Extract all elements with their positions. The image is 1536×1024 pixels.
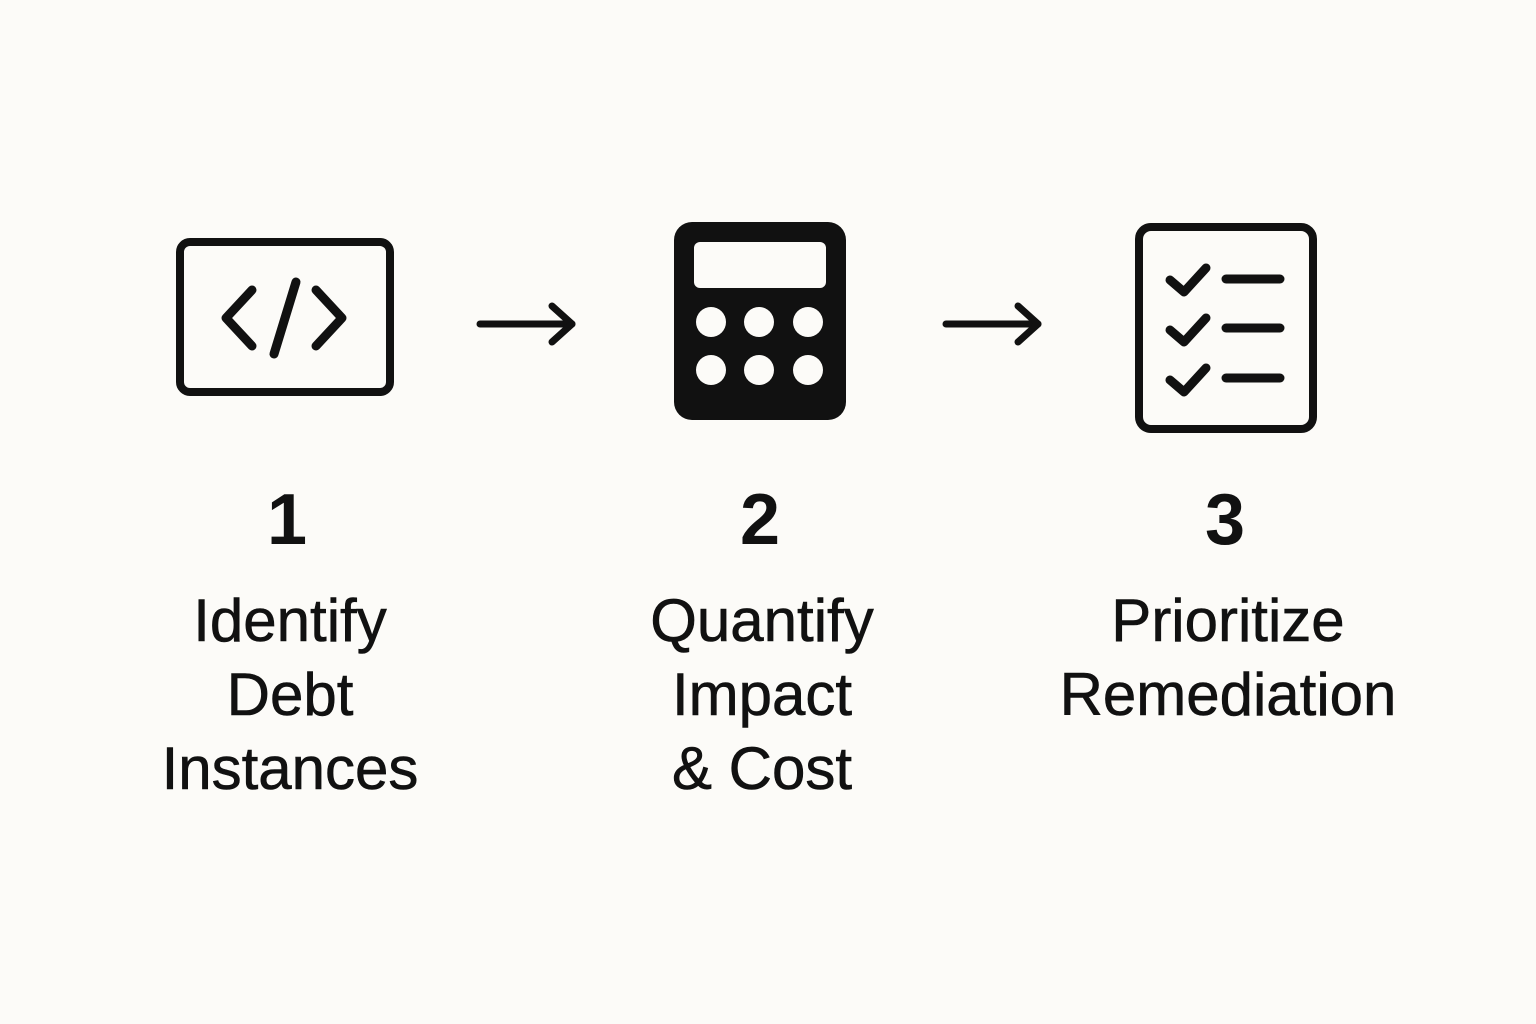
step-3-number: 3	[1204, 480, 1246, 560]
step-1-label: Identify Debt Instances	[100, 584, 480, 806]
code-window-icon	[176, 238, 396, 396]
step-2-label-line: Impact	[671, 661, 853, 729]
step-1-label-line: Debt	[226, 661, 354, 729]
step-2-label-line: & Cost	[671, 735, 853, 803]
step-3-label-line: Prioritize	[1111, 587, 1345, 655]
step-2-label: Quantify Impact & Cost	[572, 584, 952, 806]
step-1-label-line: Identify	[193, 587, 387, 655]
step-1-number: 1	[266, 480, 308, 560]
step-3-label: Prioritize Remediation	[1038, 584, 1418, 732]
step-1-label-line: Instances	[161, 735, 419, 803]
calculator-icon	[674, 222, 846, 420]
step-2-label-line: Quantify	[650, 587, 874, 655]
arrow-right-icon	[476, 300, 580, 355]
arrow-right-icon	[942, 300, 1046, 355]
step-2-number: 2	[739, 480, 781, 560]
checklist-icon	[1134, 222, 1318, 434]
step-3-label-line: Remediation	[1059, 661, 1397, 729]
